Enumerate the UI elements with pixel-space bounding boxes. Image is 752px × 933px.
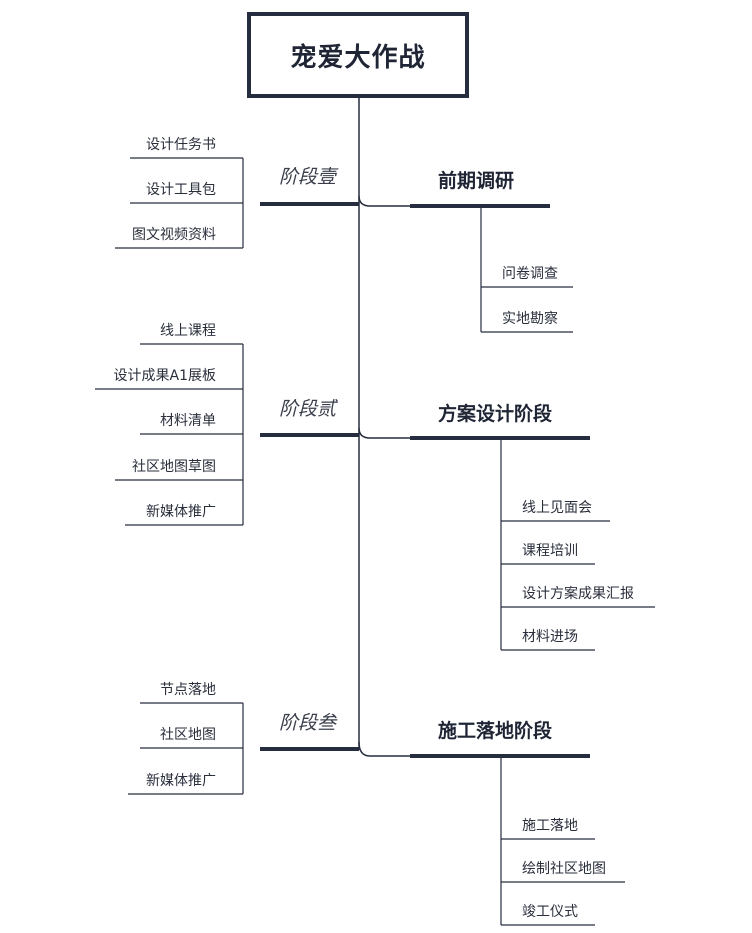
stage1-left-item: 设计任务书 bbox=[146, 137, 216, 153]
stage2-left-item: 线上课程 bbox=[160, 323, 216, 339]
stage3-right-item: 竣工仪式 bbox=[522, 904, 578, 920]
stage1-right-item: 实地勘察 bbox=[502, 311, 558, 327]
stage2-right-item: 线上见面会 bbox=[522, 500, 592, 516]
stage2-right-item: 课程培训 bbox=[522, 543, 578, 559]
stage2-right-item: 设计方案成果汇报 bbox=[522, 586, 634, 602]
root-node: 宠爱大作战 bbox=[247, 12, 469, 98]
stage1-left-item: 图文视频资料 bbox=[132, 227, 216, 243]
stage2-left-item: 材料清单 bbox=[160, 413, 216, 429]
stage2-phase-title: 方案设计阶段 bbox=[438, 403, 553, 425]
stage2-left-item: 设计成果A1展板 bbox=[113, 368, 216, 384]
stage3-connector bbox=[358, 741, 410, 757]
stage3-left-item: 社区地图 bbox=[160, 727, 216, 743]
stage1-label: 阶段壹 bbox=[279, 166, 337, 188]
stage2-connector bbox=[358, 427, 410, 439]
stage2-right-item: 材料进场 bbox=[522, 629, 578, 645]
stage3-right-item: 绘制社区地图 bbox=[522, 861, 606, 877]
stage3-right-item: 施工落地 bbox=[522, 818, 578, 834]
stage3-phase-title: 施工落地阶段 bbox=[438, 720, 553, 742]
stage3-left-item: 节点落地 bbox=[160, 682, 216, 698]
stage2-left-item: 新媒体推广 bbox=[146, 504, 216, 520]
stage1-right-item: 问卷调查 bbox=[502, 266, 558, 282]
stage2-label: 阶段贰 bbox=[279, 398, 337, 420]
stage1-connector bbox=[358, 195, 410, 207]
stage1-phase-title: 前期调研 bbox=[438, 170, 515, 192]
stage2-left-item: 社区地图草图 bbox=[132, 459, 216, 475]
stage3-left-item: 新媒体推广 bbox=[146, 773, 216, 789]
stage1-left-item: 设计工具包 bbox=[146, 182, 216, 198]
root-title: 宠爱大作战 bbox=[290, 42, 426, 73]
stage3-label: 阶段叁 bbox=[279, 712, 337, 734]
